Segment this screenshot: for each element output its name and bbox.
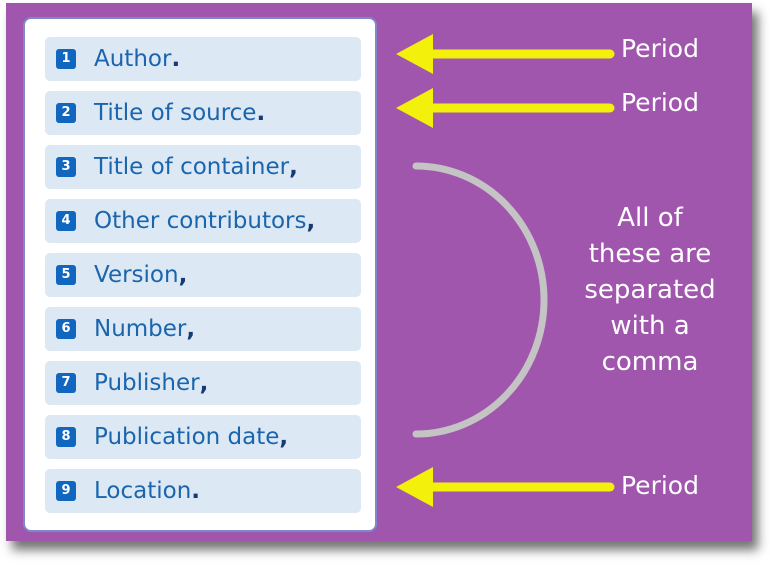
arrow-location [396, 467, 615, 507]
list-item-other-contributors: 4 Other contributors, [45, 199, 361, 243]
item-number-badge: 7 [56, 373, 76, 393]
comma-note-line: with a [610, 311, 690, 341]
slide-background: 1 Author. 2 Title of source. 3 Title of … [6, 3, 752, 541]
item-punctuation: , [289, 154, 298, 180]
item-number-badge: 6 [56, 319, 76, 339]
comma-note-line: comma [601, 347, 699, 377]
item-label-text: Publication date [94, 424, 280, 450]
item-punctuation: . [191, 478, 201, 504]
item-label: Publisher, [94, 361, 208, 405]
arrow-author [396, 34, 615, 74]
item-number-badge: 3 [56, 157, 76, 177]
comma-note: All of these are separated with a comma [560, 200, 740, 380]
period-label-location: Period [621, 471, 699, 500]
list-item-publication-date: 8 Publication date, [45, 415, 361, 459]
comma-note-line: separated [584, 275, 716, 305]
item-number-badge: 4 [56, 211, 76, 231]
item-label: Publication date, [94, 415, 288, 459]
list-item-location: 9 Location. [45, 469, 361, 513]
item-label-text: Version [94, 262, 179, 288]
comma-note-line: these are [588, 239, 712, 269]
list-item-title-of-container: 3 Title of container, [45, 145, 361, 189]
item-number-badge: 5 [56, 265, 76, 285]
item-punctuation: , [279, 424, 289, 450]
item-punctuation: , [199, 370, 209, 396]
item-label: Title of source. [94, 91, 265, 135]
item-label-text: Number [94, 316, 187, 342]
item-label: Version, [94, 253, 187, 297]
item-label: Title of container, [94, 145, 298, 189]
item-label-text: Publisher [94, 370, 200, 396]
list-item-publisher: 7 Publisher, [45, 361, 361, 405]
list-item-number: 6 Number, [45, 307, 361, 351]
mla-core-elements-list: 1 Author. 2 Title of source. 3 Title of … [23, 17, 377, 532]
item-label-text: Title of source [94, 100, 257, 126]
list-item-title-of-source: 2 Title of source. [45, 91, 361, 135]
comma-group-bracket [412, 162, 548, 438]
item-label: Location. [94, 469, 200, 513]
item-label: Other contributors, [94, 199, 315, 243]
arrow-title-of-source [396, 88, 615, 128]
item-punctuation: , [178, 262, 188, 288]
item-label: Author. [94, 37, 180, 81]
item-punctuation: . [256, 100, 266, 126]
comma-note-line: All of [617, 203, 683, 233]
item-label: Number, [94, 307, 195, 351]
item-label-text: Other contributors [94, 208, 307, 234]
item-number-badge: 2 [56, 103, 76, 123]
period-label-author: Period [621, 34, 699, 63]
item-label-text: Title of container [94, 154, 290, 180]
item-number-badge: 9 [56, 481, 76, 501]
item-punctuation: , [186, 316, 196, 342]
list-item-author: 1 Author. [45, 37, 361, 81]
item-punctuation: . [171, 46, 181, 72]
list-item-version: 5 Version, [45, 253, 361, 297]
item-number-badge: 8 [56, 427, 76, 447]
period-label-title: Period [621, 88, 699, 117]
item-punctuation: , [306, 208, 316, 234]
item-label-text: Location [94, 478, 192, 504]
item-label-text: Author [94, 46, 172, 72]
item-number-badge: 1 [56, 49, 76, 69]
